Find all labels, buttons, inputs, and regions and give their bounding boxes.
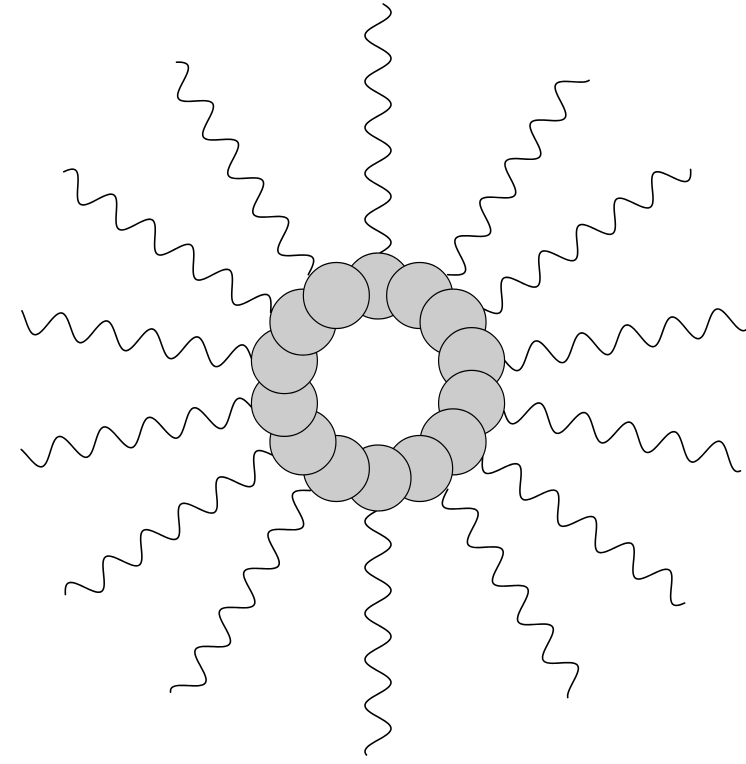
- wavy-chain: [365, 510, 391, 755]
- bead-ring: [251, 253, 504, 511]
- chain-group: [21, 4, 746, 755]
- ring-bead: [303, 263, 369, 329]
- wavy-chain: [64, 169, 271, 312]
- wavy-chain: [22, 311, 252, 367]
- wavy-chain: [482, 455, 684, 605]
- wavy-chain: [483, 169, 691, 313]
- wavy-chain: [21, 398, 253, 467]
- wavy-chain: [504, 309, 746, 371]
- wavy-chain: [170, 490, 310, 692]
- wavy-chain: [365, 4, 391, 254]
- wavy-chain: [65, 451, 273, 595]
- wavy-chain: [176, 62, 313, 275]
- wavy-chain: [503, 403, 740, 472]
- wavy-chain: [448, 80, 589, 275]
